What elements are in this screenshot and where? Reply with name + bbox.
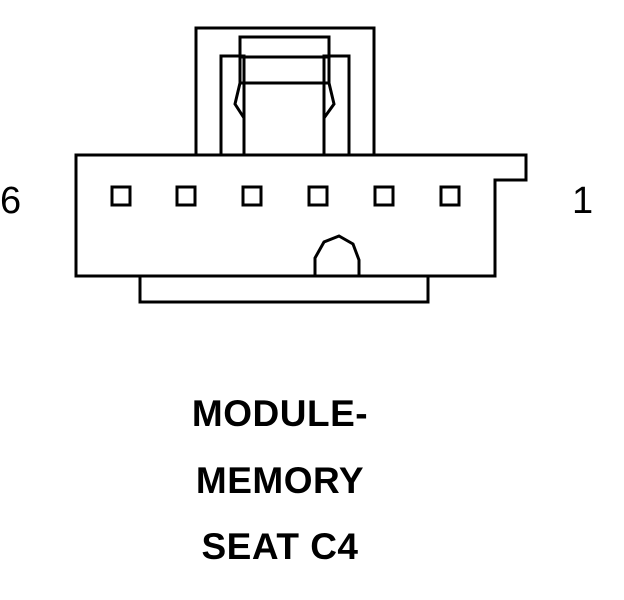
pin-label-right: 1 (572, 180, 594, 222)
lock-tab-right-leg (322, 54, 351, 155)
pin-cavity-6 (110, 185, 132, 207)
latch-block (238, 35, 331, 85)
connector-drawing (74, 26, 528, 304)
pin-cavity-5 (175, 185, 197, 207)
caption-line-3: SEAT C4 (201, 526, 359, 567)
caption-line-1: MODULE- (191, 393, 369, 434)
pin-cavity-4 (241, 185, 263, 207)
connector-body (74, 153, 528, 278)
polarizing-key (313, 234, 361, 276)
connector-base-rail (138, 276, 430, 304)
caption-line-2: MEMORY (195, 460, 365, 501)
pin-label-left: 6 (0, 180, 22, 222)
pin-cavity-3 (307, 185, 329, 207)
latch-hook-left (233, 82, 246, 119)
lock-tab-left-leg (219, 54, 246, 155)
pin-cavity-1 (439, 185, 461, 207)
lock-tab-housing (194, 26, 376, 155)
latch-hook-right (322, 82, 336, 119)
pin-cavity-2 (373, 185, 395, 207)
